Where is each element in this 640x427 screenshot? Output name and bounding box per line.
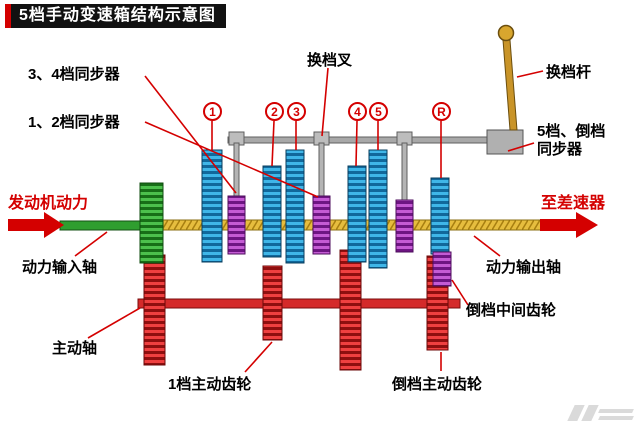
gear-blue-4: [347, 165, 367, 263]
badge-line-4: [355, 120, 358, 167]
callout-shift-lever: [516, 70, 544, 78]
gear-badge-2: 2: [265, 102, 284, 121]
label-to-differential: 至差速器: [541, 195, 606, 212]
gear-badge-r: R: [432, 102, 451, 121]
callout-lines: [74, 67, 544, 373]
callout-shift-fork: [321, 67, 329, 137]
callout-sync12: [144, 121, 319, 198]
watermark-logo: [565, 402, 637, 424]
label-sync-3-4: 3、4档同步器: [28, 66, 120, 83]
lever-mount-box: [486, 129, 524, 155]
gear-red-2: [262, 265, 283, 341]
shift-fork-3: [401, 142, 408, 202]
label-input-shaft: 动力输入轴: [22, 259, 98, 276]
engine-power-arrow: [8, 212, 64, 238]
reverse-idler-gear: [432, 251, 452, 287]
gear-blue-1: [201, 149, 223, 263]
shift-lever-rod: [502, 39, 518, 131]
gear-badge-1: 1: [203, 102, 222, 121]
callout-sync5r: [507, 142, 535, 152]
synchro-hub-1-2: [312, 195, 331, 255]
label-drive-shaft: 主动轴: [52, 340, 98, 357]
label-sync-5-r-line2: 同步器: [537, 141, 583, 158]
synchro-hub-3-4: [227, 195, 246, 255]
callout-input-shaft: [74, 231, 108, 257]
page-title: 5档手动变速箱结构示意图: [5, 4, 226, 28]
label-output-shaft: 动力输出轴: [486, 259, 562, 276]
label-sync-5-r-line1: 5档、倒档: [537, 123, 606, 140]
label-shift-lever: 换档杆: [546, 64, 592, 81]
watermark-shape: [581, 405, 599, 421]
input-shaft-green: [59, 220, 148, 231]
watermark-shape: [598, 416, 634, 420]
shift-rail: [227, 136, 491, 144]
gear-badge-3: 3: [287, 102, 306, 121]
gear-blue-reverse: [430, 177, 450, 255]
label-gear1-drive: 1档主动齿轮: [168, 376, 252, 393]
label-reverse-drive: 倒档主动齿轮: [392, 376, 483, 393]
gear-blue-3: [285, 149, 305, 264]
to-differential-arrow: [540, 212, 598, 238]
callout-gear1-drive: [244, 341, 273, 373]
badge-line-2: [271, 120, 275, 167]
watermark-shape: [598, 409, 634, 413]
gear-badge-4: 4: [348, 102, 367, 121]
gear-green-input: [139, 182, 164, 264]
gear-red-1st-drive: [339, 249, 362, 371]
gear-red-input-driven: [143, 254, 166, 366]
label-shift-fork: 换档叉: [307, 52, 353, 69]
callout-sync34: [144, 75, 237, 194]
label-reverse-idler: 倒档中间齿轮: [466, 302, 557, 319]
label-engine-power: 发动机动力: [8, 195, 89, 212]
shift-fork-2: [318, 142, 325, 199]
synchro-hub-5-r: [395, 199, 414, 253]
label-sync-1-2: 1、2档同步器: [28, 114, 120, 131]
callout-output-shaft: [473, 235, 501, 257]
gear-badge-5: 5: [369, 102, 388, 121]
countershaft-red: [137, 298, 461, 309]
gear-blue-5: [368, 149, 388, 269]
shift-fork-1: [233, 142, 240, 199]
callout-drive-shaft: [87, 307, 141, 339]
shift-lever-knob: [497, 24, 515, 42]
callout-reverse-idler: [451, 279, 469, 306]
